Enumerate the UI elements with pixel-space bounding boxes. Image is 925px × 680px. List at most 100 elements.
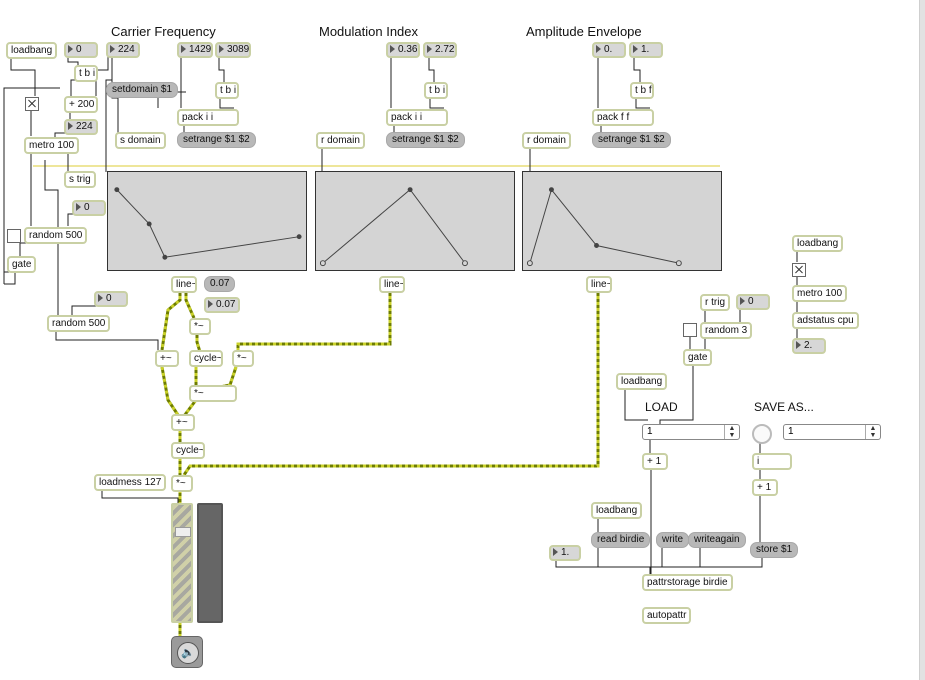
trigger-amp-object[interactable]: t b f [630, 82, 654, 99]
amplitude-envelope-graph[interactable] [522, 171, 722, 271]
store-message[interactable]: store $1 [750, 542, 799, 558]
number-value: 0. [604, 44, 613, 55]
pattrstorage-object[interactable]: pattrstorage birdie [642, 574, 733, 591]
number-box-224[interactable]: 224 [106, 42, 140, 58]
metro-object[interactable]: metro 100 [24, 137, 80, 154]
setrange-carrier-message[interactable]: setrange $1 $2 [177, 132, 256, 148]
line-mod-object[interactable]: line~ [379, 276, 405, 293]
carrier-frequency-heading: Carrier Frequency [111, 24, 216, 39]
plus1-save-object[interactable]: + 1 [752, 479, 778, 496]
number-box-rtrig[interactable]: 0 [736, 294, 770, 310]
number-value: 224 [118, 44, 135, 55]
multiply-signal-a[interactable]: *~ [189, 318, 211, 335]
gain-slider[interactable] [171, 503, 193, 623]
number-box-1429[interactable]: 1429 [177, 42, 213, 58]
save-bang-button[interactable] [752, 424, 772, 444]
line-carrier-object[interactable]: line~ [171, 276, 197, 293]
number-box-224-b[interactable]: 224 [64, 119, 98, 135]
setrange-amp-message[interactable]: setrange $1 $2 [592, 132, 671, 148]
number-box-3089[interactable]: 3089 [215, 42, 251, 58]
plus-signal-a[interactable]: +~ [155, 350, 179, 367]
load-menu[interactable]: 1 ▲▼ [642, 424, 740, 440]
read-birdie-message[interactable]: read birdie [591, 532, 651, 548]
random-object-b[interactable]: random 500 [47, 315, 111, 332]
menu-arrows-icon: ▲▼ [724, 425, 739, 439]
save-menu-value: 1 [788, 426, 794, 437]
send-trig-object[interactable]: s trig [64, 171, 96, 188]
multiply-output[interactable]: *~ [171, 475, 193, 492]
number-value: 0 [748, 296, 754, 307]
line-amp-object[interactable]: line~ [586, 276, 612, 293]
pack-carrier-object[interactable]: pack i i [177, 109, 239, 126]
toggle-cpu[interactable] [792, 263, 806, 277]
toggle-unchecked[interactable] [7, 229, 21, 243]
number-box-zero[interactable]: 0 [64, 42, 98, 58]
number-box-036[interactable]: 0.36 [386, 42, 420, 58]
toggle-checked[interactable] [25, 97, 39, 111]
autopattr-object[interactable]: autopattr [642, 607, 692, 624]
modulation-envelope-graph[interactable] [315, 171, 515, 271]
setdomain-message[interactable]: setdomain $1 [106, 82, 179, 98]
amplitude-envelope-heading: Amplitude Envelope [526, 24, 642, 39]
save-as-heading: SAVE AS... [754, 400, 814, 414]
number-value: 1429 [189, 44, 212, 55]
trigger-carrier-object[interactable]: t b i [215, 82, 239, 99]
trigger-object[interactable]: t b i [74, 65, 98, 82]
receive-trig-object[interactable]: r trig [700, 294, 730, 311]
vertical-scrollbar[interactable] [919, 0, 925, 680]
random3-object[interactable]: random 3 [700, 322, 753, 339]
send-domain-object[interactable]: s domain [115, 132, 166, 149]
number-value: 1. [641, 44, 650, 55]
number-value: 0 [84, 202, 90, 213]
carrier-envelope-graph[interactable] [107, 171, 307, 271]
pack-ff-amp-object[interactable]: pack f f [592, 109, 654, 126]
multiply-signal-c[interactable]: *~ [189, 385, 237, 402]
metro-cpu-object[interactable]: metro 100 [792, 285, 848, 302]
cpu-value-box: 2. [792, 338, 826, 354]
number-value: 0 [106, 293, 112, 304]
loadbang-object[interactable]: loadbang [6, 42, 58, 59]
gate-random-object[interactable]: gate [683, 349, 713, 366]
random-object[interactable]: random 500 [24, 227, 88, 244]
number-value: 0.36 [398, 44, 418, 55]
audio-output-button[interactable]: 🔈 [171, 636, 203, 668]
pack-mod-object[interactable]: pack i i [386, 109, 448, 126]
receive-domain-mod-object[interactable]: r domain [316, 132, 365, 149]
save-menu[interactable]: 1 ▲▼ [783, 424, 881, 440]
number-box-amp-min[interactable]: 0. [592, 42, 626, 58]
plus-200-object[interactable]: + 200 [64, 96, 98, 113]
loadmess-object[interactable]: loadmess 127 [94, 474, 167, 491]
number-box-random-max[interactable]: 0 [72, 200, 106, 216]
number-box-birdie[interactable]: 1. [549, 545, 581, 561]
gate-object[interactable]: gate [7, 256, 37, 273]
write-message[interactable]: write [656, 532, 690, 548]
number-box-random-b[interactable]: 0 [94, 291, 128, 307]
adstatus-cpu-object[interactable]: adstatus cpu [792, 312, 859, 329]
writeagain-message[interactable]: writeagain [688, 532, 746, 548]
value-007-message[interactable]: 0.07 [204, 276, 236, 292]
plus-signal-b[interactable]: +~ [171, 414, 195, 431]
number-box-amp-max[interactable]: 1. [629, 42, 663, 58]
loadbang-load-object[interactable]: loadbang [616, 373, 668, 390]
number-box-272[interactable]: 2.72 [423, 42, 457, 58]
number-box-007[interactable]: 0.07 [204, 297, 240, 313]
int-save-object[interactable]: i [752, 453, 792, 470]
cycle-signal-a[interactable]: cycle~ [189, 350, 223, 367]
plus1-load-object[interactable]: + 1 [642, 453, 668, 470]
receive-domain-amp-object[interactable]: r domain [522, 132, 571, 149]
carrier-envelope-svg [114, 187, 302, 260]
toggle-random[interactable] [683, 323, 697, 337]
cycle-signal-b[interactable]: cycle~ [171, 442, 205, 459]
loadbang-birdie-object[interactable]: loadbang [591, 502, 643, 519]
load-heading: LOAD [645, 400, 678, 414]
trigger-mod-object[interactable]: t b i [424, 82, 448, 99]
slider-handle[interactable] [175, 527, 191, 537]
loadbang-cpu-object[interactable]: loadbang [792, 235, 844, 252]
amplitude-envelope-svg [526, 187, 682, 267]
modulation-envelope-svg [319, 187, 468, 267]
level-meter [197, 503, 223, 623]
multiply-signal-b[interactable]: *~ [232, 350, 254, 367]
setrange-mod-message[interactable]: setrange $1 $2 [386, 132, 465, 148]
modulation-index-heading: Modulation Index [319, 24, 419, 39]
